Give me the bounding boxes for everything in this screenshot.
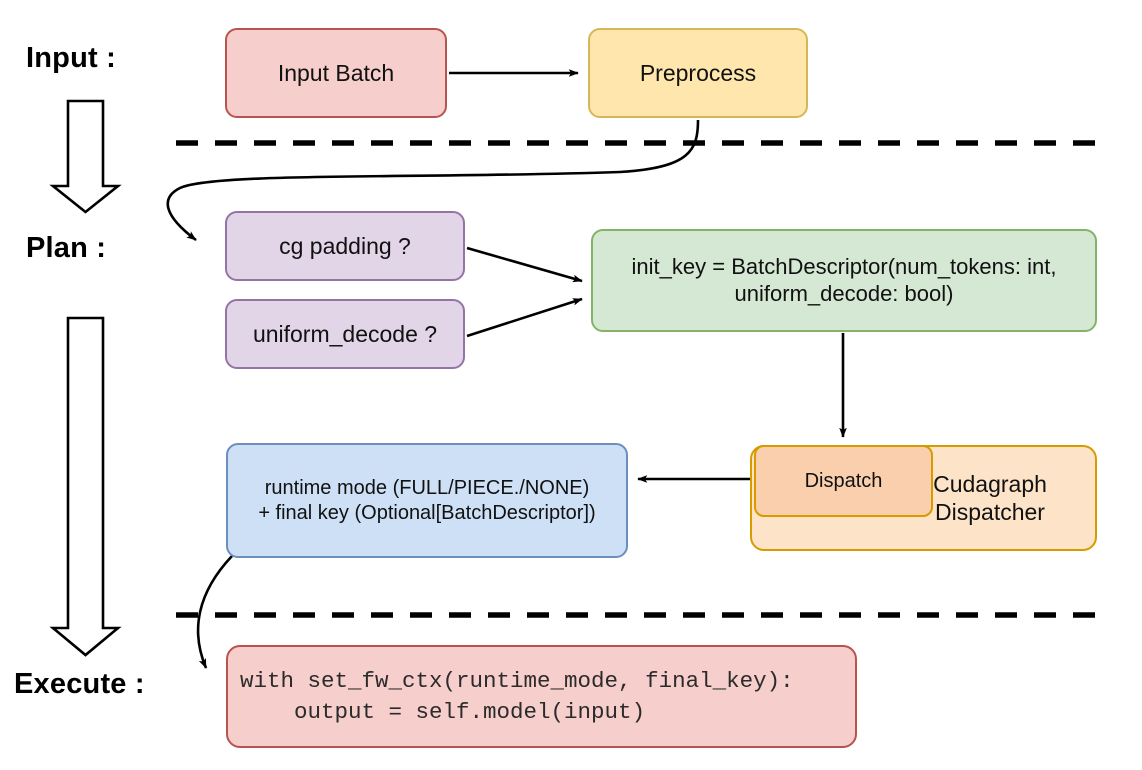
node-uniform-decode[interactable]: uniform_decode ? [225, 299, 465, 369]
node-init-key-text: init_key = BatchDescriptor(num_tokens: i… [632, 254, 1057, 308]
node-runtime-mode-line1: runtime mode (FULL/PIECE./NONE) [264, 477, 590, 500]
node-preprocess[interactable]: Preprocess [588, 28, 808, 118]
lane-label-execute: Execute : [14, 668, 145, 700]
lane-label-input: Input : [26, 42, 116, 74]
node-init-key-line2: uniform_decode: bool) [734, 280, 954, 306]
node-dispatch[interactable]: Dispatch [754, 445, 933, 517]
plan-to-execute-flow-arrow [49, 316, 122, 657]
node-cudagraph-dispatcher-line1: Cudagraph [933, 470, 1047, 497]
node-cudagraph-dispatcher-text: Cudagraph Dispatcher [905, 470, 1075, 526]
node-runtime-mode-line2: + final key (Optional[BatchDescriptor]) [258, 501, 596, 524]
node-uniform-decode-label: uniform_decode ? [252, 320, 438, 347]
node-preprocess-label: Preprocess [639, 59, 757, 86]
node-runtime-mode[interactable]: runtime mode (FULL/PIECE./NONE) + final … [226, 443, 628, 558]
node-init-key[interactable]: init_key = BatchDescriptor(num_tokens: i… [591, 229, 1097, 332]
node-init-key-line1: init_key = BatchDescriptor(num_tokens: i… [631, 253, 1057, 279]
edge-cg-padding-to-init-key [466, 246, 583, 283]
node-input-batch-label: Input Batch [277, 59, 395, 86]
node-code-block[interactable]: with set_fw_ctx(runtime_mode, final_key)… [226, 645, 857, 748]
code-block-line1: with set_fw_ctx(runtime_mode, final_key)… [240, 668, 794, 695]
input-to-plan-flow-arrow [49, 99, 122, 214]
node-runtime-mode-text: runtime mode (FULL/PIECE./NONE) + final … [258, 476, 595, 525]
node-cudagraph-dispatcher-line2: Dispatcher [935, 499, 1045, 525]
node-cg-padding[interactable]: cg padding ? [225, 211, 465, 281]
node-dispatch-label: Dispatch [804, 469, 883, 492]
lane-label-plan: Plan : [26, 232, 107, 264]
node-cg-padding-label: cg padding ? [279, 232, 411, 259]
node-input-batch[interactable]: Input Batch [225, 28, 447, 118]
code-block-text: with set_fw_ctx(runtime_mode, final_key)… [228, 666, 794, 727]
code-block-line2: output = self.model(input) [240, 698, 646, 725]
edge-uniform-decode-to-init-key [466, 297, 583, 338]
